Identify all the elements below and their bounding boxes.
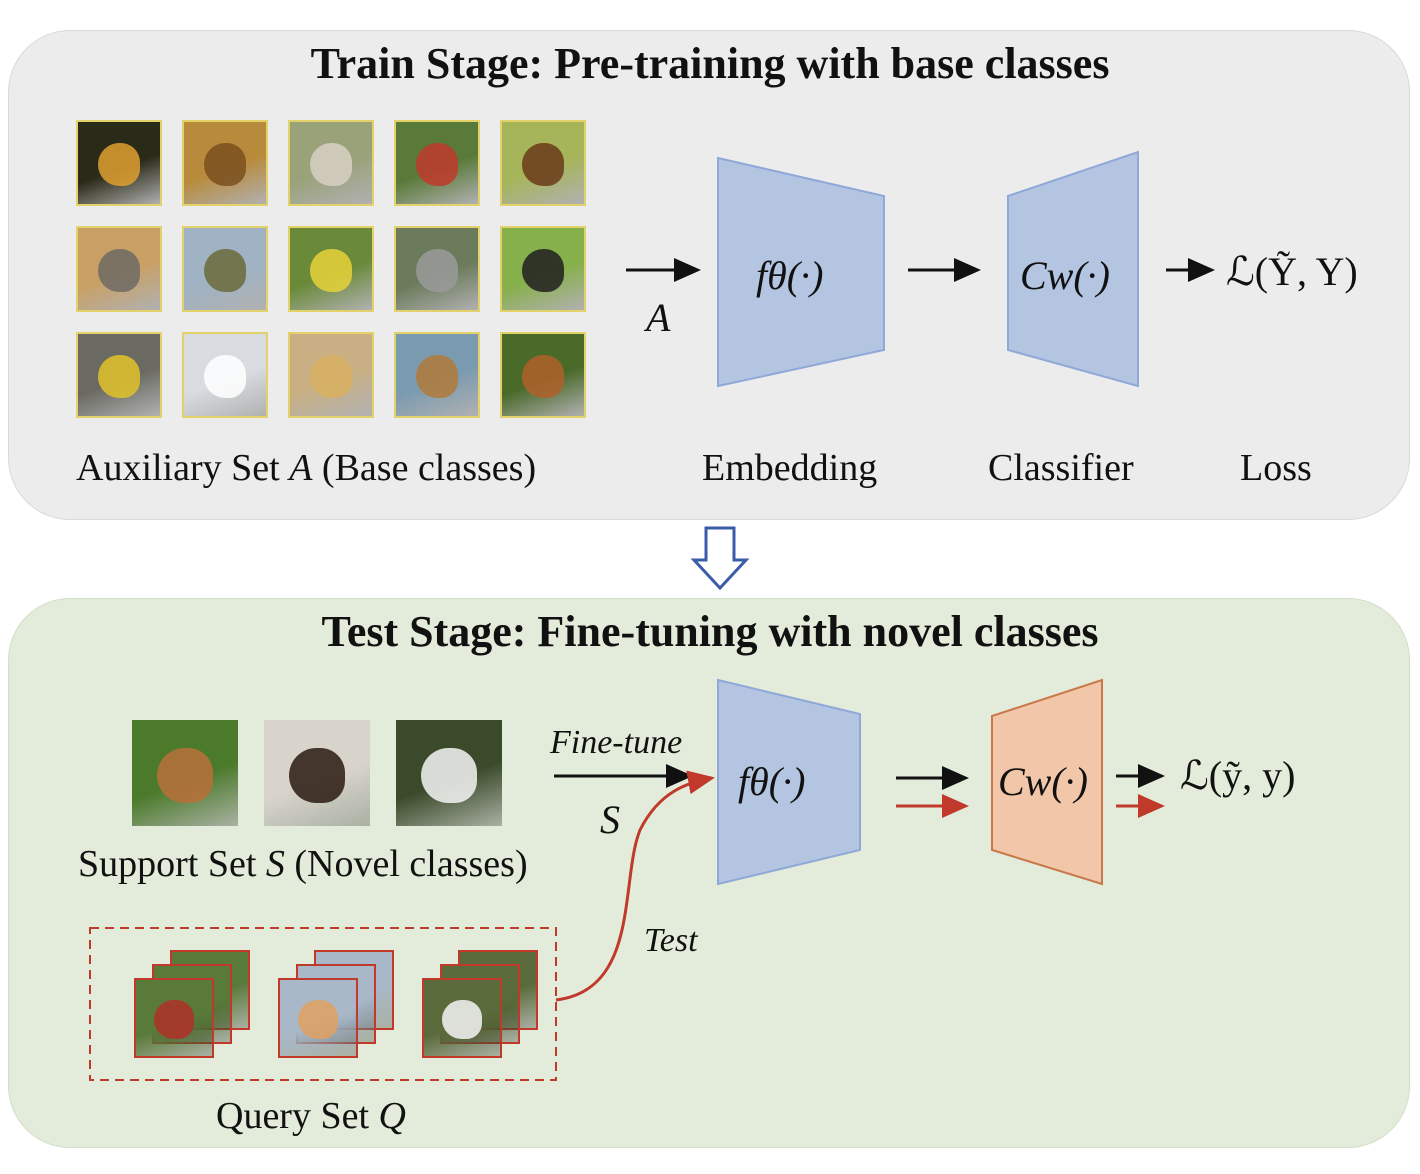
thumbnail-arctic-fox bbox=[182, 332, 268, 418]
support-set-label: Support Set S (Novel classes) bbox=[78, 843, 528, 885]
thumbnail-ladybug bbox=[394, 120, 480, 206]
ladybug-subject bbox=[415, 143, 459, 186]
corgi-stack-subject bbox=[298, 999, 338, 1040]
test-classifier-function: Cw(·) bbox=[998, 759, 1088, 804]
koala-subject bbox=[415, 249, 459, 292]
thumbnail-cheetah bbox=[288, 332, 374, 418]
thumbnail-yellow-bird bbox=[288, 226, 374, 312]
test-embedding-function: fθ(·) bbox=[738, 759, 806, 804]
yellow-bird-subject bbox=[309, 249, 353, 292]
fine-tune-label: Fine-tune bbox=[550, 724, 683, 761]
train-loss-expression: ℒ(Ỹ, Y) bbox=[1226, 249, 1358, 294]
mushroom-subject bbox=[157, 747, 213, 803]
thumbnail-elephant bbox=[76, 226, 162, 312]
test-classifier-block bbox=[991, 678, 1103, 886]
test-stage-panel bbox=[8, 598, 1410, 1148]
panda-stack-subject bbox=[442, 999, 482, 1040]
squirrel-subject bbox=[521, 355, 565, 398]
test-path-label: Test bbox=[644, 922, 698, 959]
panda-subject bbox=[421, 747, 477, 803]
lion-subject bbox=[203, 143, 247, 186]
train-classifier-function: Cw(·) bbox=[1020, 253, 1110, 298]
embedding-caption: Embedding bbox=[702, 447, 878, 489]
mushroom-stack-subject bbox=[154, 999, 194, 1040]
cow-subject bbox=[521, 249, 565, 292]
thumbnail-squirrel bbox=[500, 332, 586, 418]
test-embedding-block bbox=[717, 678, 861, 886]
arctic-fox-subject bbox=[203, 355, 247, 398]
thumbnail-cow bbox=[500, 226, 586, 312]
loss-caption: Loss bbox=[1240, 447, 1312, 489]
support-image-mushroom bbox=[132, 720, 238, 826]
thumbnail-koala bbox=[394, 226, 480, 312]
support-input-symbol: S bbox=[600, 797, 620, 842]
classifier-caption: Classifier bbox=[988, 447, 1134, 489]
train-embedding-block bbox=[717, 156, 885, 388]
query-test-path bbox=[555, 770, 715, 1002]
thumbnail-bird bbox=[182, 226, 268, 312]
stage-transition-arrow bbox=[690, 526, 750, 591]
train-classifier-block bbox=[1007, 150, 1139, 388]
support-image-dobermann bbox=[264, 720, 370, 826]
kitten-subject bbox=[309, 143, 353, 186]
ant-subject bbox=[521, 143, 565, 186]
thumbnail-warbler bbox=[76, 332, 162, 418]
query-set-label: Query Set Q bbox=[216, 1095, 406, 1137]
query-card-mushroom-stack-0 bbox=[134, 978, 214, 1058]
bird-subject bbox=[203, 249, 247, 292]
support-image-panda bbox=[396, 720, 502, 826]
auxiliary-set-label: Auxiliary Set A (Base classes) bbox=[76, 447, 537, 489]
query-card-corgi-stack-0 bbox=[278, 978, 358, 1058]
train-embedding-function: fθ(·) bbox=[756, 253, 824, 298]
test-stage-title: Test Stage: Fine-tuning with novel class… bbox=[321, 607, 1099, 656]
query-set-box bbox=[89, 927, 557, 1081]
thumbnail-lion bbox=[182, 120, 268, 206]
thumbnail-fruits bbox=[76, 120, 162, 206]
train-input-symbol: A bbox=[646, 295, 671, 340]
query-card-panda-stack-0 bbox=[422, 978, 502, 1058]
test-loss-expression: ℒ(ỹ, y) bbox=[1180, 753, 1296, 798]
thumbnail-giraffe bbox=[394, 332, 480, 418]
thumbnail-kitten bbox=[288, 120, 374, 206]
dobermann-subject bbox=[289, 747, 345, 803]
train-stage-title: Train Stage: Pre-training with base clas… bbox=[310, 39, 1110, 88]
warbler-subject bbox=[97, 355, 141, 398]
cheetah-subject bbox=[309, 355, 353, 398]
fruits-subject bbox=[97, 143, 141, 186]
elephant-subject bbox=[97, 249, 141, 292]
giraffe-subject bbox=[415, 355, 459, 398]
thumbnail-ant bbox=[500, 120, 586, 206]
